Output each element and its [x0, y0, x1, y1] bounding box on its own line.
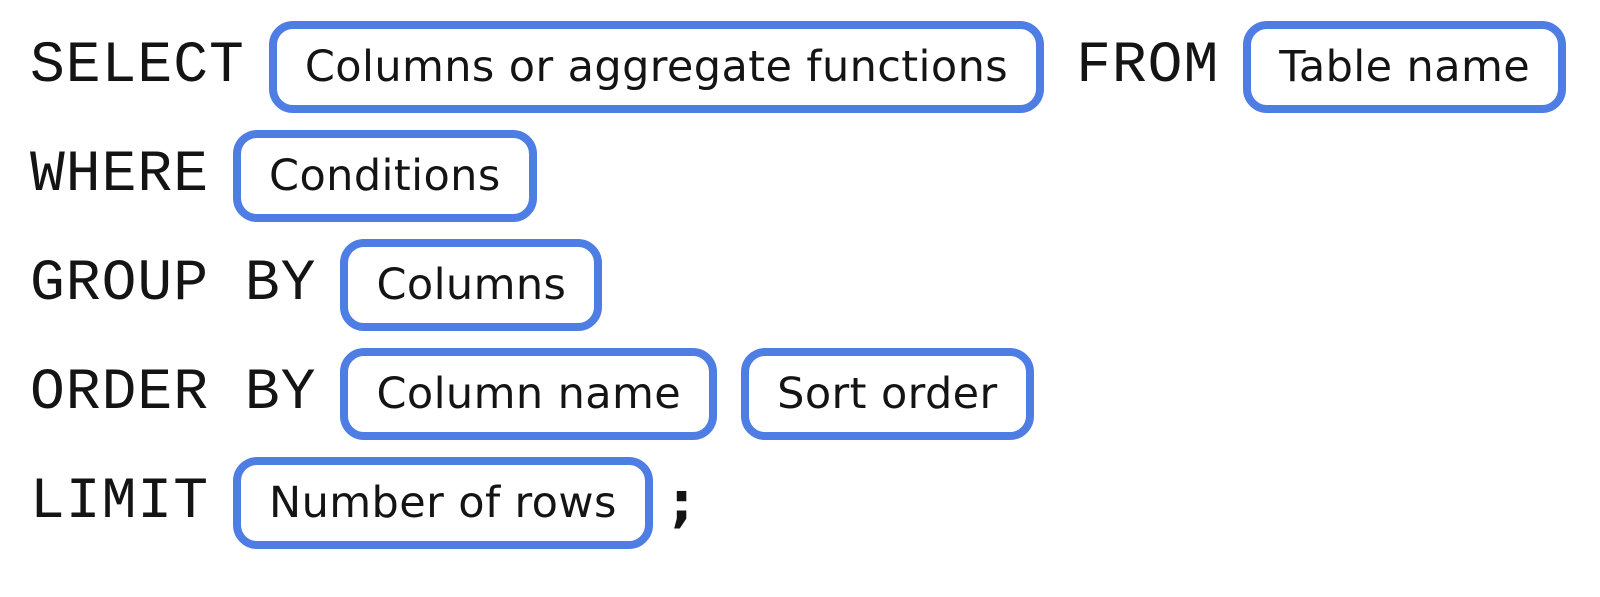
pill-column-name: Column name: [340, 348, 718, 440]
sql-keyword-limit: LIMIT: [30, 470, 210, 535]
sql-keyword-select: SELECT: [30, 34, 245, 99]
statement-terminator-semicolon: ;: [670, 471, 693, 534]
statement-row-limit: LIMIT Number of rows ;: [30, 457, 1600, 549]
statement-row-select-from: SELECT Columns or aggregate functions FR…: [30, 21, 1600, 113]
sql-keyword-group-by: GROUP BY: [30, 252, 317, 317]
sql-keyword-from: FROM: [1076, 34, 1220, 99]
pill-table-name: Table name: [1243, 21, 1567, 113]
pill-columns: Columns: [340, 239, 603, 331]
pill-columns-or-aggregate-functions: Columns or aggregate functions: [268, 21, 1045, 113]
statement-row-group-by: GROUP BY Columns: [30, 239, 1600, 331]
pill-conditions: Conditions: [233, 130, 537, 222]
statement-row-order-by: ORDER BY Column name Sort order: [30, 348, 1600, 440]
sql-keyword-where: WHERE: [30, 143, 210, 208]
pill-sort-order: Sort order: [741, 348, 1034, 440]
statement-row-where: WHERE Conditions: [30, 130, 1600, 222]
pill-number-of-rows: Number of rows: [233, 457, 653, 549]
sql-keyword-order-by: ORDER BY: [30, 361, 317, 426]
